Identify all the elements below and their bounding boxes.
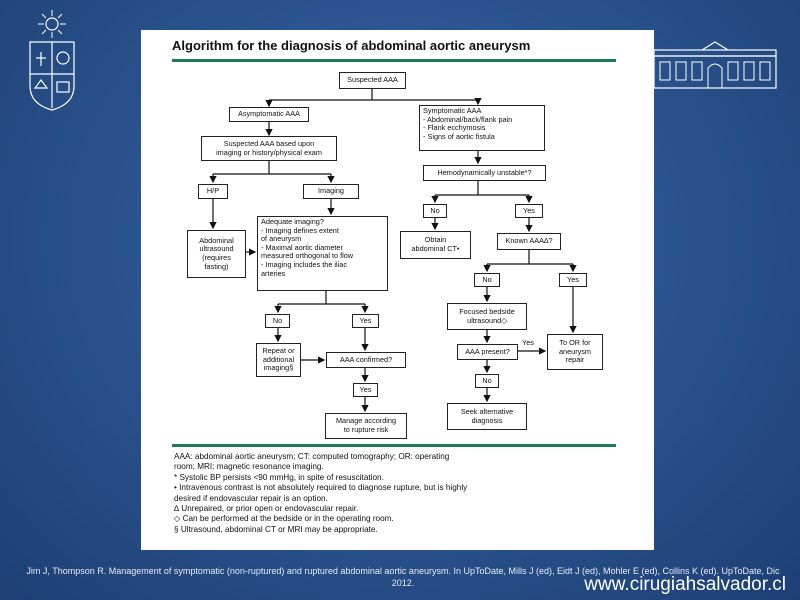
node-yes-unstable: Yes [515,204,543,218]
label-yes-present: Yes [522,338,534,347]
node-aaa-present: AAA present? [457,344,518,360]
footnote-line: • Intravenous contrast is not absolutely… [174,483,468,493]
building-facade-icon [653,41,777,89]
node-no-present: No [475,374,499,388]
node-suspected-aaa: Suspected AAA [339,72,406,89]
node-yes-confirmed: Yes [353,383,378,397]
flow-connectors [209,89,577,413]
node-known-aaa: Known AAA∆? [497,233,561,250]
footnote-rule [172,444,616,447]
algorithm-slide: Algorithm for the diagnosis of abdominal… [141,30,654,550]
node-adequate-imaging: Adequate imaging? - Imaging defines exte… [257,216,388,291]
citation-text: Jim J, Thompson R. Management of symptom… [26,566,780,588]
node-aaa-confirmed: AAA confirmed? [326,352,406,368]
footnote-line: AAA: abdominal aortic aneurysm; CT: comp… [174,452,450,461]
footnote-line: * Systolic BP persists <90 mmHg, in spit… [174,472,384,482]
node-symptomatic-aaa: Symptomatic AAA - Abdominal/back/flank p… [419,105,545,151]
footnote-line: ∆ Unrepaired, or prior open or endovascu… [174,504,359,514]
node-suspected-based: Suspected AAA based upon imaging or hist… [201,136,337,161]
node-manage-rupture-risk: Manage according to rupture risk [325,413,407,439]
node-no-adequate: No [265,314,290,328]
node-abdominal-ultrasound: Abdominal ultrasound (requires fasting) [187,230,246,278]
diagram-title: Algorithm for the diagnosis of abdominal… [172,38,531,53]
footnotes: AAA: abdominal aortic aneurysm; CT: comp… [174,452,619,535]
node-hp: H/P [198,184,228,199]
website-url: www.cirugiahsalvador.cl [584,574,786,595]
node-obtain-ct: Obtain abdominal CT• [400,231,471,259]
node-to-or: To OR for aneurysm repair [547,334,603,370]
node-yes-adequate: Yes [352,314,379,328]
footnote-line: room; MRI: magnetic resonance imaging. [174,462,324,472]
footnote-line: desired if endovascular repair is an opt… [174,493,328,503]
node-asymptomatic-aaa: Asymptomatic AAA [229,107,309,122]
node-no-known: No [474,273,500,287]
node-yes-known: Yes [559,273,587,287]
node-hemodynamically-unstable: Hemodynamically unstable*? [423,165,546,181]
node-repeat-imaging: Repeat or additional imaging§ [256,343,301,377]
node-imaging: Imaging [303,184,359,199]
node-focused-ultrasound: Focused bedside ultrasound◇ [447,303,527,330]
footnote-line: § Ultrasound, abdominal CT or MRI may be… [174,524,378,534]
university-crest-icon [29,10,75,111]
node-no-stable: No [423,204,447,218]
footnote-line: ◇ Can be performed at the bedside or in … [174,514,394,524]
node-seek-alternative: Seek alternative diagnosis [447,403,527,430]
title-rule [172,59,616,62]
